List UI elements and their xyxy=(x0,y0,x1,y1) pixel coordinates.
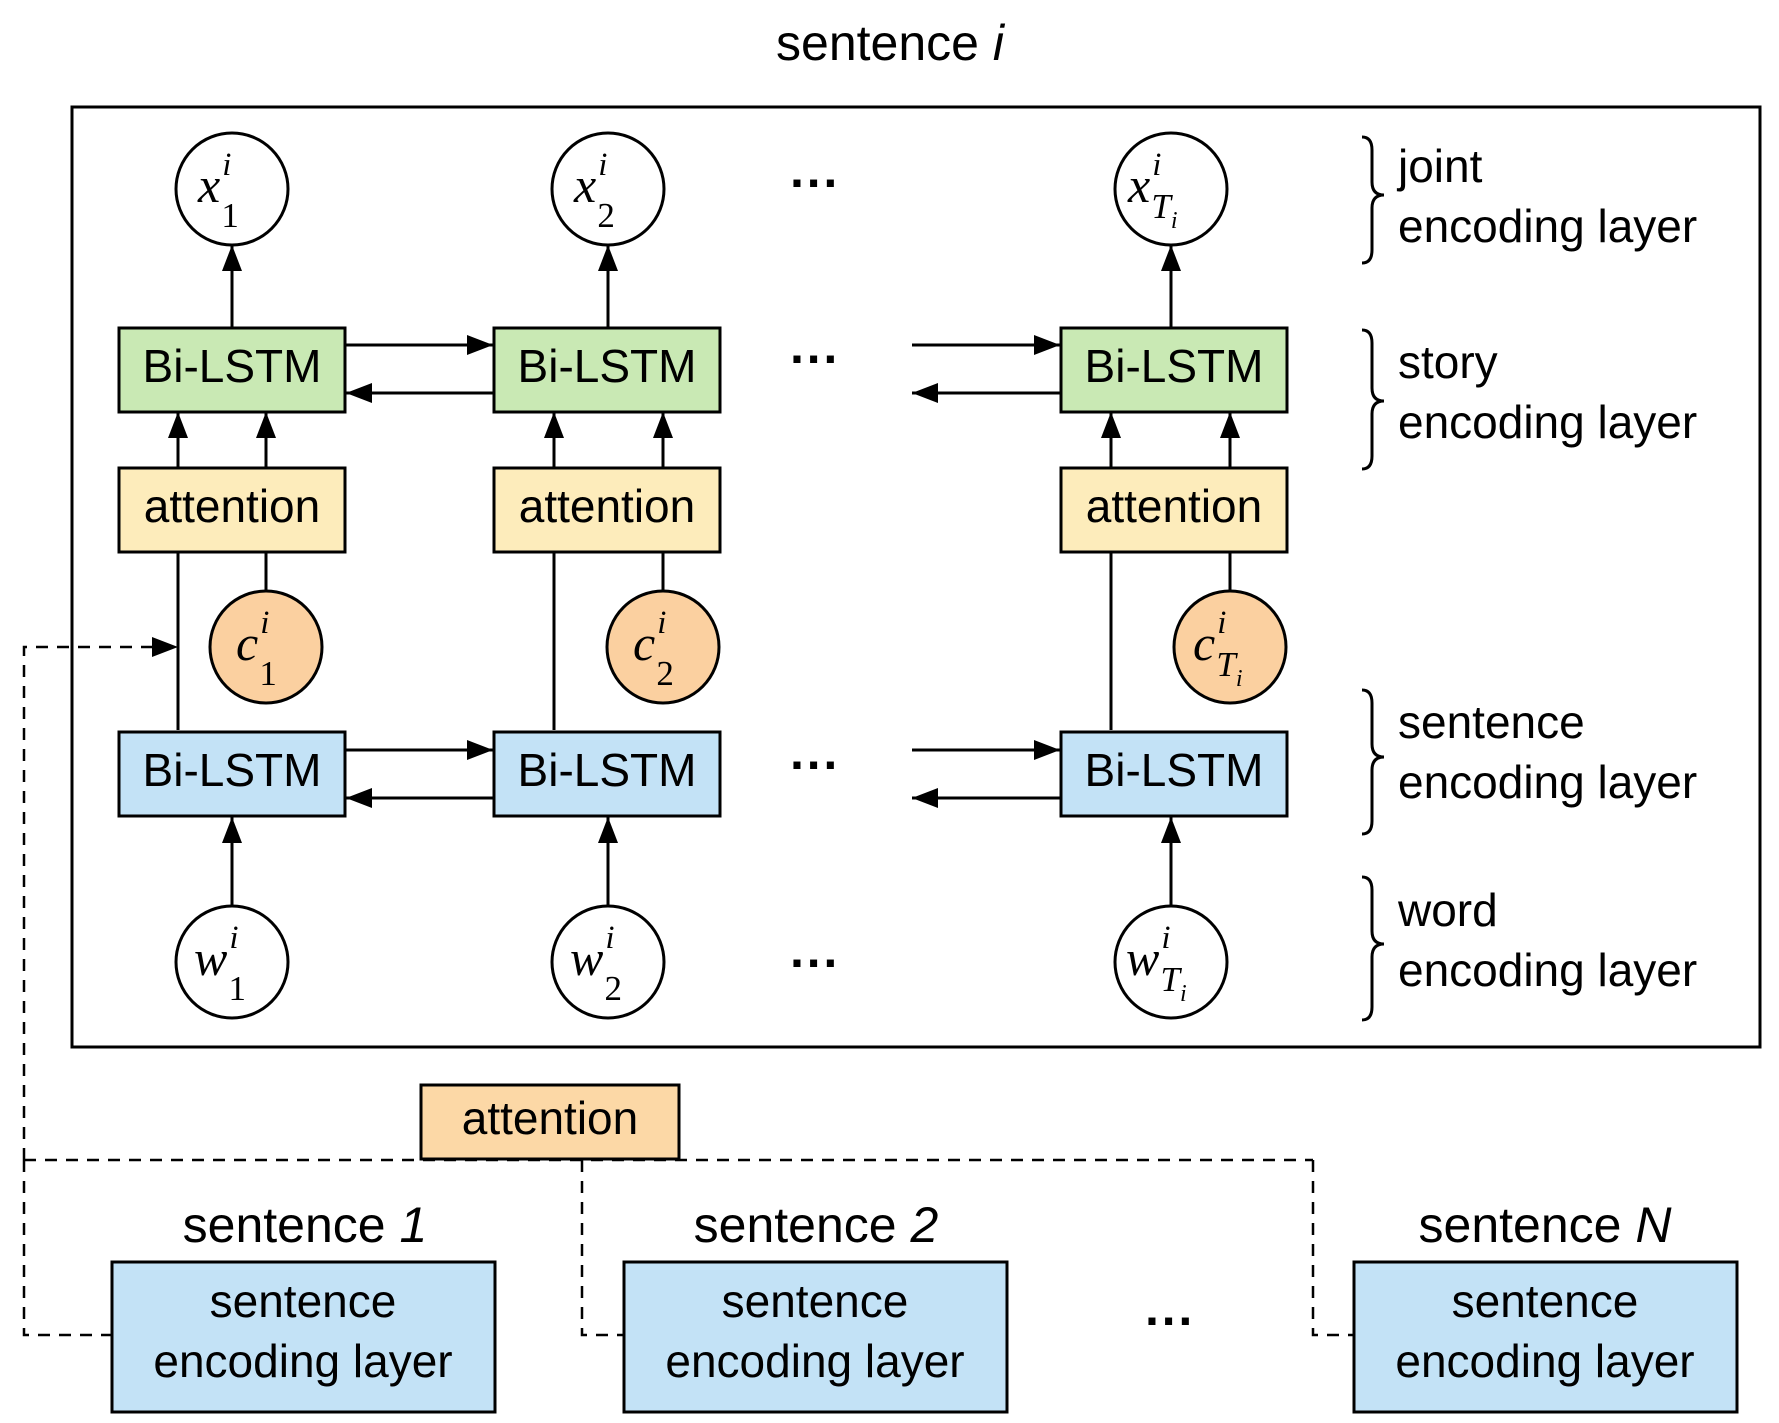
sentence-bilstm-label-3: Bi-LSTM xyxy=(1085,744,1264,796)
w-node-3 xyxy=(1113,904,1229,1020)
bottom-sentences: sentence 1 sentence encoding layer sente… xyxy=(110,1197,1739,1414)
vertical-connectors xyxy=(168,245,1240,918)
layer-label-word: word xyxy=(1397,884,1498,936)
story-bilstm-box-3 xyxy=(1059,326,1289,414)
brace-word xyxy=(1361,875,1385,1022)
sentence-2-box-line1: sentence xyxy=(722,1275,909,1327)
w-node-2 xyxy=(550,904,666,1020)
sentence-2-title: sentence 2 xyxy=(694,1197,939,1253)
brace-story xyxy=(1361,328,1385,471)
story-bilstm-label-3: Bi-LSTM xyxy=(1085,340,1264,392)
sentence-bilstm-label-1: Bi-LSTM xyxy=(143,744,322,796)
ellipsis-joint: ··· xyxy=(790,155,840,211)
horizontal-arrows xyxy=(346,335,1060,808)
x-node-1 xyxy=(174,131,290,247)
sentence-bilstm-box-3 xyxy=(1059,730,1289,818)
c-node-2 xyxy=(605,589,721,705)
sentence-bilstm-row: Bi-LSTM Bi-LSTM Bi-LSTM xyxy=(117,730,1289,818)
x-node-3 xyxy=(1113,131,1229,247)
w-node-1 xyxy=(174,904,290,1020)
layer-braces: joint encoding layer story encoding laye… xyxy=(1361,135,1697,1022)
story-bilstm-row: Bi-LSTM Bi-LSTM Bi-LSTM xyxy=(117,326,1289,414)
bottom-attention-label: attention xyxy=(462,1092,638,1144)
ellipses: ··· ··· ··· ··· xyxy=(790,155,840,991)
attention-label-1: attention xyxy=(144,480,320,532)
c-node-1 xyxy=(208,589,324,705)
attention-box-2 xyxy=(492,466,722,554)
attention-box-1 xyxy=(117,466,347,554)
layer-label-joint-sub: encoding layer xyxy=(1398,200,1697,252)
dashed-link-sentence-1 xyxy=(22,1160,112,1337)
layer-label-story-sub: encoding layer xyxy=(1398,396,1697,448)
layer-label-sentence: sentence xyxy=(1398,696,1585,748)
brace-sentence xyxy=(1361,688,1385,836)
layer-label-word-sub: encoding layer xyxy=(1398,944,1697,996)
story-bilstm-box-1 xyxy=(117,326,347,414)
sentence-1-box xyxy=(110,1260,497,1414)
sentence-bilstm-box-1 xyxy=(117,730,347,818)
sentence-2-box-line2: encoding layer xyxy=(665,1335,964,1387)
sentence-1-box-line1: sentence xyxy=(210,1275,397,1327)
c-node-3 xyxy=(1172,589,1288,705)
sentence-bilstm-label-2: Bi-LSTM xyxy=(518,744,697,796)
ellipsis-sentence: ··· xyxy=(790,737,840,793)
title-index: i xyxy=(993,15,1006,71)
story-bilstm-label-1: Bi-LSTM xyxy=(143,340,322,392)
layer-label-sentence-sub: encoding layer xyxy=(1398,756,1697,808)
dashed-connections xyxy=(22,637,1354,1337)
sentence-n-title: sentence N xyxy=(1419,1197,1673,1253)
dashed-link-to-context xyxy=(22,637,178,1160)
ellipsis-story: ··· xyxy=(790,331,840,387)
bottom-attention-box xyxy=(419,1083,681,1161)
dashed-link-sentence-2 xyxy=(580,1160,624,1337)
sentence-bilstm-box-2 xyxy=(492,730,722,818)
sentence-1-title: sentence 1 xyxy=(183,1197,428,1253)
story-bilstm-label-2: Bi-LSTM xyxy=(518,340,697,392)
ellipsis-word: ··· xyxy=(790,935,840,991)
sentence-2-box xyxy=(622,1260,1009,1414)
layer-label-story: story xyxy=(1398,336,1498,388)
attention-row: attention attention attention xyxy=(117,466,1289,554)
sentence-n-box-line1: sentence xyxy=(1452,1275,1639,1327)
brace-joint xyxy=(1361,135,1385,265)
bottom-attention: attention xyxy=(419,1083,681,1161)
story-bilstm-box-2 xyxy=(492,326,722,414)
attention-box-3 xyxy=(1059,466,1289,554)
diagram-title: sentence i xyxy=(776,15,1006,71)
title-prefix: sentence xyxy=(776,15,993,71)
sentence-i-frame xyxy=(70,105,1762,1049)
layer-label-joint: joint xyxy=(1396,140,1483,192)
x-node-2 xyxy=(550,131,666,247)
sentence-1-box-line2: encoding layer xyxy=(153,1335,452,1387)
sentence-n-box-line2: encoding layer xyxy=(1395,1335,1694,1387)
attention-label-2: attention xyxy=(519,480,695,532)
ellipsis-bottom: ··· xyxy=(1145,1293,1195,1349)
dashed-link-sentence-n xyxy=(1311,1160,1354,1337)
attention-label-3: attention xyxy=(1086,480,1262,532)
sentence-n-box xyxy=(1352,1260,1739,1414)
